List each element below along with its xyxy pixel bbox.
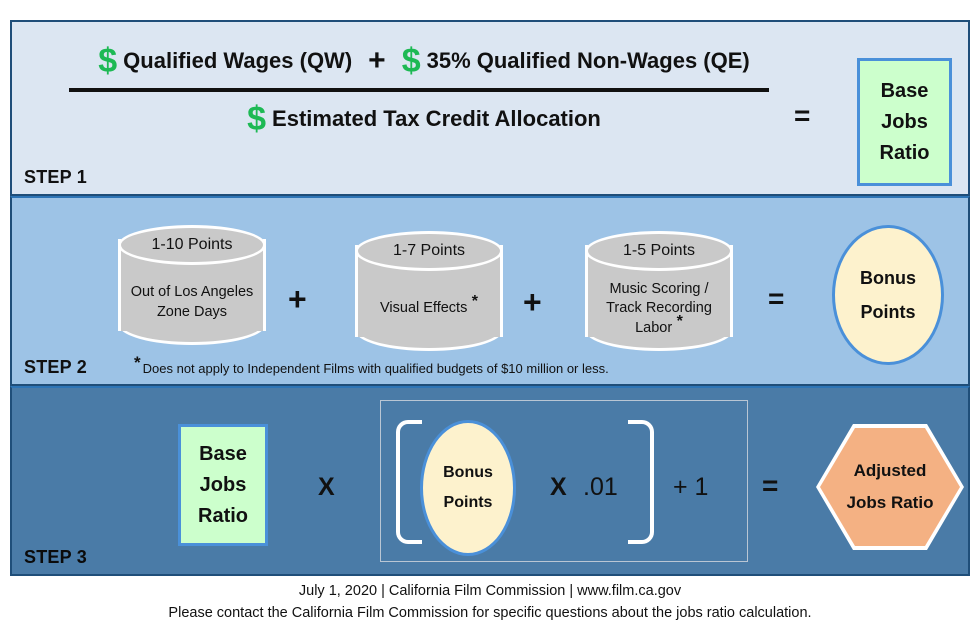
estimated-tax-credit-allocation-term: Estimated Tax Credit Allocation — [272, 106, 601, 131]
cylinder-label-line-2: Track Recording — [606, 300, 712, 317]
formula-denominator: $ Estimated Tax Credit Allocation — [69, 94, 779, 144]
plus-one-operator: + 1 — [673, 473, 709, 501]
cylinder-label: Music Scoring / Track Recording Labor * — [587, 273, 731, 345]
plus-operator: + — [368, 44, 386, 77]
bonus-points-line-2: Points — [443, 494, 493, 511]
adjusted-jobs-ratio-line-1: Adjusted — [853, 460, 927, 480]
bonus-points-result-ellipse: Bonus Points — [832, 225, 944, 365]
base-jobs-ratio-line-1: Base — [199, 442, 247, 465]
step-2-label: STEP 2 — [24, 357, 87, 377]
base-jobs-ratio-input-box: Base Jobs Ratio — [178, 424, 268, 546]
footnote-asterisk-icon: * — [467, 293, 478, 311]
base-jobs-ratio-formula: $ Qualified Wages (QW) + $ 35% Qualified… — [69, 36, 779, 144]
footnote-text: Does not apply to Independent Films with… — [142, 361, 609, 376]
dollar-sign-icon: $ — [98, 42, 118, 80]
multiply-operator-outer: X — [318, 473, 335, 501]
equals-operator: = — [762, 470, 779, 501]
dollar-sign-icon: $ — [401, 42, 421, 80]
cylinder-points-range: 1-10 Points — [151, 236, 233, 253]
cylinder-out-of-la-zone-days: 1-10 Points Out of Los Angeles Zone Days — [118, 225, 266, 345]
footer-line-2: Please contact the California Film Commi… — [168, 605, 812, 622]
cylinder-music-scoring-track-recording-labor: 1-5 Points Music Scoring / Track Recordi… — [585, 231, 733, 351]
base-jobs-ratio-line-2: Jobs — [881, 110, 928, 133]
cylinder-points-range: 1-5 Points — [622, 242, 696, 259]
cylinder-top-shape: 1-7 Points — [355, 231, 503, 271]
bonus-points-line-1: Bonus — [443, 463, 493, 481]
bracket-left-icon — [396, 420, 422, 544]
plus-operator: + — [288, 281, 307, 317]
base-jobs-ratio-result-box: Base Jobs Ratio — [857, 58, 952, 186]
cylinder-label-line-1: Visual Effects * — [380, 293, 478, 317]
base-jobs-ratio-line-1: Base — [880, 79, 929, 102]
cylinder-label-line-1: Out of Los Angeles — [130, 284, 254, 301]
cylinder-label: Visual Effects * — [357, 273, 501, 345]
cylinder-top-shape: 1-10 Points — [118, 225, 266, 265]
footnote-asterisk-icon: * — [134, 352, 141, 372]
qualified-wages-term: Qualified Wages (QW) — [123, 48, 353, 73]
adjusted-jobs-ratio-line-2: Jobs Ratio — [846, 493, 934, 512]
bonus-multiplier-group — [380, 400, 748, 562]
equals-operator: = — [794, 100, 811, 131]
dollar-sign-icon: $ — [247, 100, 267, 138]
base-jobs-ratio-line-2: Jobs — [199, 473, 247, 496]
step-3-label: STEP 3 — [24, 547, 87, 567]
plus-operator: + — [523, 284, 542, 320]
multiply-operator-inner: X — [550, 473, 567, 501]
footer-line-1: July 1, 2020 | California Film Commissio… — [298, 583, 682, 599]
step-2-footnote: *Does not apply to Independent Films wit… — [134, 354, 609, 376]
bracket-right-icon — [628, 420, 654, 544]
cylinder-label: Out of Los Angeles Zone Days — [120, 267, 264, 339]
footer: July 1, 2020 | California Film Commissio… — [0, 580, 980, 625]
bonus-points-line-1: Bonus — [860, 267, 916, 288]
cylinder-label-line-2: Zone Days — [156, 304, 228, 320]
bonus-points-line-2: Points — [860, 302, 916, 322]
cylinder-visual-effects: 1-7 Points Visual Effects * — [355, 231, 503, 351]
step-1-panel: $ Qualified Wages (QW) + $ 35% Qualified… — [10, 20, 970, 196]
cylinder-label-line-1: Music Scoring / — [609, 280, 709, 297]
cylinder-label-line-3: Labor * — [635, 312, 683, 336]
cylinder-points-range: 1-7 Points — [392, 242, 466, 259]
cylinder-top-shape: 1-5 Points — [585, 231, 733, 271]
qualified-non-wages-term: 35% Qualified Non-Wages (QE) — [426, 48, 750, 73]
base-jobs-ratio-line-3: Ratio — [879, 141, 930, 164]
equals-operator: = — [768, 283, 785, 314]
base-jobs-ratio-line-3: Ratio — [198, 504, 248, 527]
bonus-points-input-ellipse: Bonus Points — [420, 420, 516, 556]
step-1-label: STEP 1 — [24, 167, 87, 187]
formula-numerator: $ Qualified Wages (QW) + $ 35% Qualified… — [69, 36, 779, 86]
factor-value: .01 — [583, 473, 618, 501]
footnote-asterisk-icon: * — [672, 312, 683, 330]
fraction-divider — [69, 88, 769, 92]
